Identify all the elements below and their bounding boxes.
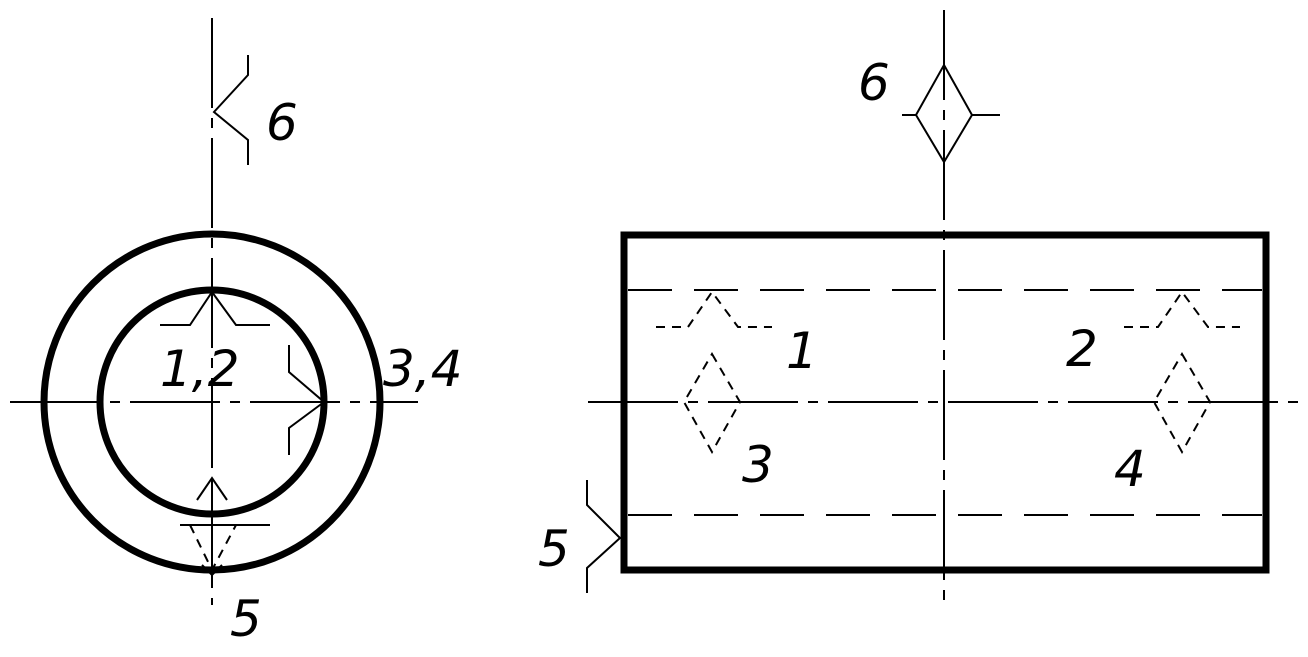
support-symbol-34-end-view <box>288 345 326 455</box>
support-symbol-5-end-view <box>180 476 270 577</box>
side-view-label-2: 2 <box>1066 320 1098 378</box>
support-symbol-6-side-view <box>902 62 1000 164</box>
support-symbol-5-side-view <box>586 480 622 593</box>
support-symbol-6-end-view <box>212 55 249 165</box>
side-view: 6 1 2 3 4 5 <box>538 10 1300 605</box>
end-view-label-34: 3,4 <box>383 340 463 398</box>
side-view-label-6: 6 <box>858 54 890 112</box>
part-outline <box>620 231 1270 574</box>
support-symbol-3-side-view <box>682 352 742 455</box>
side-view-label-5: 5 <box>538 520 570 578</box>
support-symbol-1-side-view <box>656 290 772 328</box>
side-view-label-3: 3 <box>742 436 774 494</box>
side-view-label-1: 1 <box>786 322 818 380</box>
side-view-label-4: 4 <box>1114 440 1146 498</box>
support-symbol-2-side-view <box>1124 290 1240 328</box>
end-view-label-5: 5 <box>230 590 262 648</box>
support-symbol-4-side-view <box>1152 352 1212 455</box>
support-symbol-12-end-view <box>160 290 270 326</box>
end-view: 6 1,2 3,4 5 <box>10 18 463 648</box>
end-view-label-6: 6 <box>266 94 298 152</box>
end-view-label-12: 1,2 <box>160 340 240 398</box>
